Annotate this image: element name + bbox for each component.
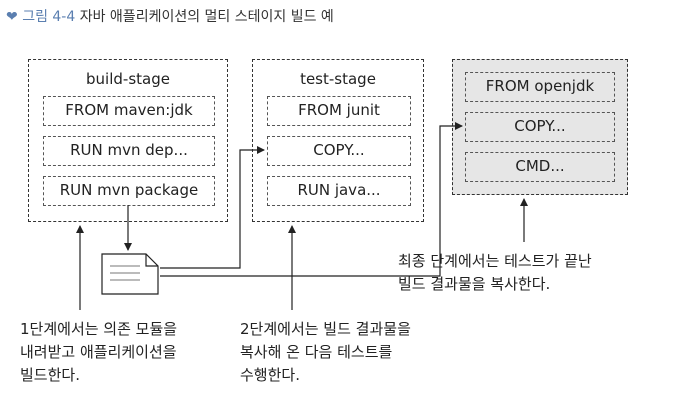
final-step-cmd: CMD... xyxy=(465,152,615,182)
final-step-copy: COPY... xyxy=(465,112,615,142)
note-stage3: 최종 단계에서는 테스트가 끝난 빌드 결과물을 복사한다. xyxy=(398,252,592,293)
figure-title: 자바 애플리케이션의 멀티 스테이지 빌드 예 xyxy=(79,9,334,25)
figure-caption: ❤ 그림 4-4 자바 애플리케이션의 멀티 스테이지 빌드 예 xyxy=(6,6,334,26)
test-step-run: RUN java... xyxy=(267,176,411,206)
build-step-dep: RUN mvn dep... xyxy=(43,136,215,166)
build-step-package: RUN mvn package xyxy=(43,176,215,206)
document-icon xyxy=(101,253,159,295)
build-step-from: FROM maven:jdk xyxy=(43,96,215,126)
figure-number: 그림 4-4 xyxy=(22,9,76,25)
build-stage-box: build-stage FROM maven:jdk RUN mvn dep..… xyxy=(28,59,228,222)
note-stage1: 1단계에서는 의존 모듈을 내려받고 애플리케이션을 빌드한다. xyxy=(20,320,178,384)
artifact-to-final-copy-connector xyxy=(160,122,463,277)
artifact-to-test-copy-connector xyxy=(160,146,265,269)
caption-marker: ❤ xyxy=(6,9,18,25)
note-stage2: 2단계에서는 빌드 결과물을 복사해 온 다음 테스트를 수행한다. xyxy=(240,320,411,384)
test-step-from: FROM junit xyxy=(267,96,411,126)
test-step-copy: COPY... xyxy=(267,136,411,166)
test-stage-box: test-stage FROM junit COPY... RUN java..… xyxy=(252,59,424,222)
final-step-from: FROM openjdk xyxy=(465,72,615,102)
build-stage-title: build-stage xyxy=(86,70,170,88)
final-stage-box: FROM openjdk COPY... CMD... xyxy=(452,59,628,195)
test-stage-title: test-stage xyxy=(300,70,376,88)
